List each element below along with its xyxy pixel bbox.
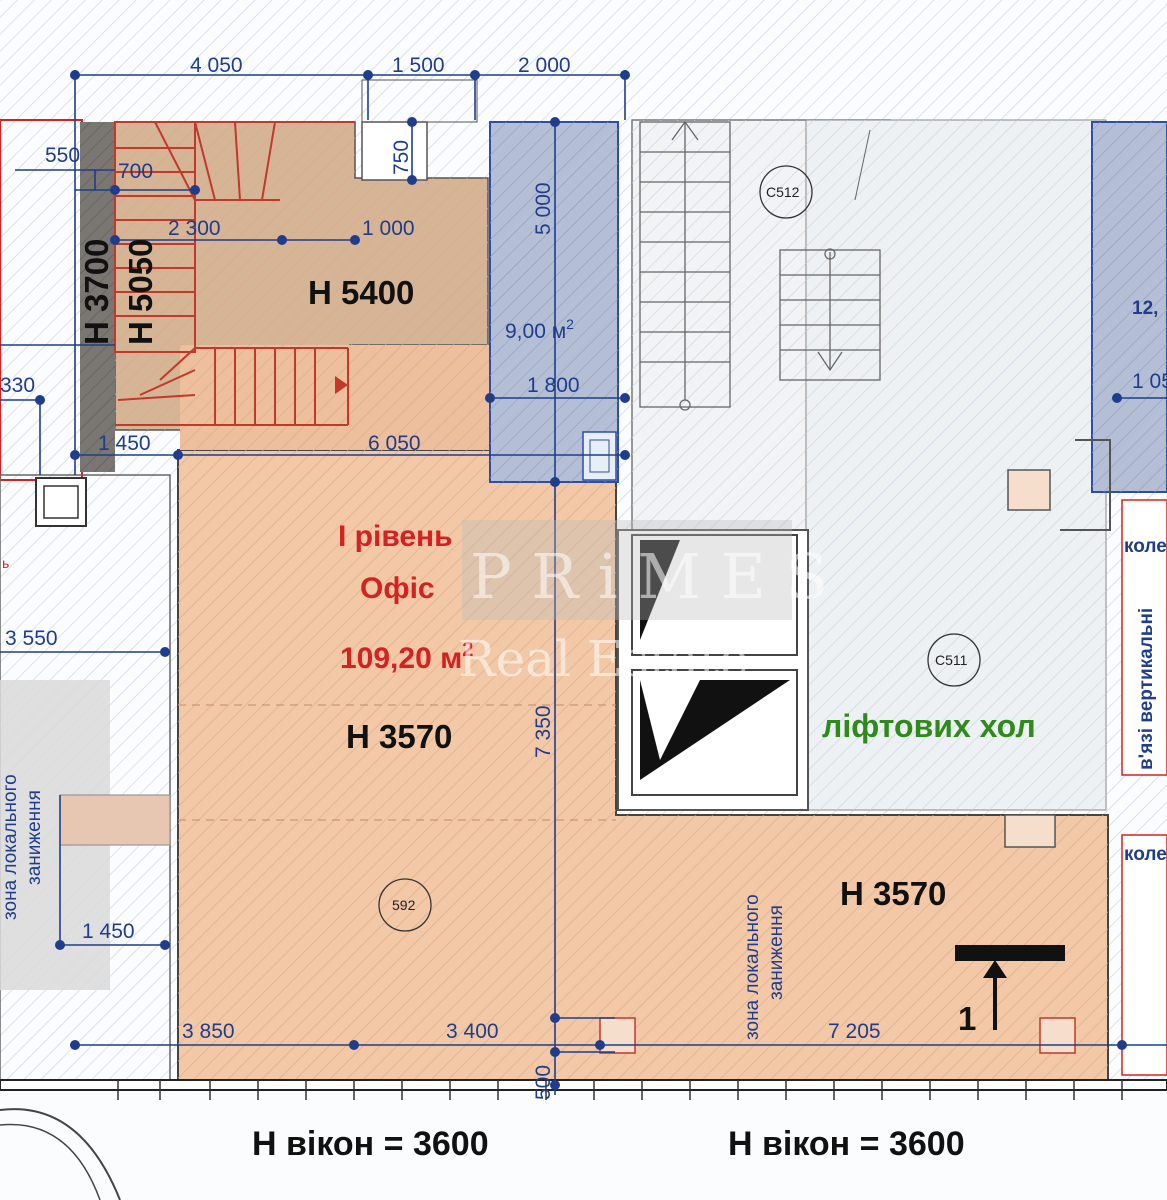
dimension-lines xyxy=(0,70,1167,1095)
room-c511-id: С511 xyxy=(935,652,968,668)
dim-3850: 3 850 xyxy=(182,1020,235,1043)
height-3700: H 3700 xyxy=(78,239,115,345)
edge-left-red: ь xyxy=(2,555,9,571)
dim-top-1500: 1 500 xyxy=(392,54,445,77)
office-level: I рівень xyxy=(338,520,453,553)
spiral-staircase xyxy=(114,121,355,426)
room-c511-marker xyxy=(927,633,981,687)
height-3570-right: H 3570 xyxy=(840,875,946,912)
dim-7205: 7 205 xyxy=(828,1020,881,1043)
watermark-box xyxy=(462,520,792,620)
office-area-label: 109,20 м2 xyxy=(340,639,473,675)
office-name: Офіс xyxy=(360,572,435,605)
dim-5000: 5 000 xyxy=(532,182,555,235)
zone-left-line1: зона локального xyxy=(0,774,21,920)
height-5050: H 5050 xyxy=(122,239,159,345)
zone-right-line1: зона локального xyxy=(742,894,763,1040)
room-592-marker xyxy=(378,878,432,932)
zone-right-line2: заниження xyxy=(766,905,787,1000)
watermark-sub: Real Estate xyxy=(458,630,749,688)
dim-1450-bottom: 1 450 xyxy=(82,920,135,943)
dim-550: 550 xyxy=(45,144,80,167)
exterior-wall xyxy=(0,1079,1167,1091)
dim-2300: 2 300 xyxy=(168,217,221,240)
windows-height-right: Н вікон = 3600 xyxy=(728,1125,965,1163)
dim-7350: 7 350 xyxy=(532,705,555,758)
section-marker xyxy=(955,945,1065,1030)
dim-500: 500 xyxy=(532,1065,555,1100)
dim-1050-edge: 1 05 xyxy=(1132,370,1167,393)
dimension-nodes xyxy=(35,70,1127,1090)
windows-height-left: Н вікон = 3600 xyxy=(252,1125,489,1163)
elevator-shafts xyxy=(617,529,809,811)
edge-kole-1: коле xyxy=(1124,536,1167,557)
dim-top-2000: 2 000 xyxy=(518,54,571,77)
zone-left-line2: заниження xyxy=(24,790,45,885)
edge-kole-2: коле xyxy=(1124,844,1167,865)
stair-flights xyxy=(639,120,881,411)
room-c512-id: С512 xyxy=(766,184,800,200)
dim-6050: 6 050 xyxy=(368,432,421,455)
section-marker-number: 1 xyxy=(958,1000,976,1037)
watermark-brand: P R i M E S xyxy=(470,540,828,613)
dim-top-4050: 4 050 xyxy=(190,54,243,77)
dim-700: 700 xyxy=(118,160,153,183)
dim-1000: 1 000 xyxy=(362,217,415,240)
edge-vertical-label: в'язі вертикальні xyxy=(1136,608,1157,770)
dim-3550: 3 550 xyxy=(5,627,58,650)
dim-1450-top: 1 450 xyxy=(98,432,151,455)
height-3570-main: H 3570 xyxy=(346,718,452,755)
lift-hall-label: ліфтових хол xyxy=(822,708,1036,744)
dim-1800: 1 800 xyxy=(527,374,580,397)
room-c512-marker xyxy=(759,165,813,219)
edge-area-label: 12, xyxy=(1132,298,1158,319)
dim-750: 750 xyxy=(390,140,413,175)
height-5400: H 5400 xyxy=(308,274,414,311)
dim-330: 330 xyxy=(0,374,35,397)
mezzanine-area-label: 9,00 м2 xyxy=(505,316,574,343)
dim-3400: 3 400 xyxy=(446,1020,499,1043)
room-592-id: 592 xyxy=(392,897,416,913)
stair-arrow-icon xyxy=(335,376,348,394)
